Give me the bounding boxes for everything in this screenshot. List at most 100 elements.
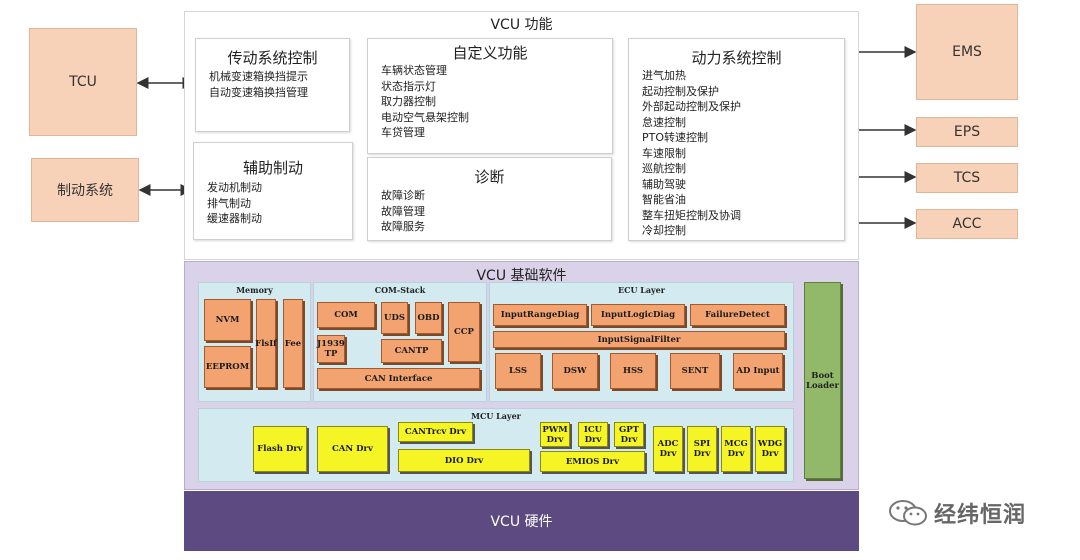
list-item: 车贷管理 <box>381 126 425 139</box>
adc-drv-label: ADC Drv <box>657 439 679 459</box>
vcu-hardware-title: VCU 硬件 <box>490 514 553 530</box>
com-stack-group: COM-Stack COM UDS OBD CCP J1939 TP CANTP… <box>313 282 487 402</box>
can-drv-module: CAN Drv <box>317 426 388 472</box>
ccp-label: CCP <box>454 327 474 337</box>
list-item: 车辆状态管理 <box>381 64 447 77</box>
flsif-label: FlsIf <box>255 338 277 349</box>
boot-loader-label: Boot Loader <box>806 370 839 391</box>
eeprom-label: EEPROM <box>205 362 250 372</box>
list-item: 排气制动 <box>207 196 251 210</box>
input-signal-filter-label: InputSignalFilter <box>597 334 681 345</box>
dio-drv-module: DIO Drv <box>398 449 530 472</box>
list-item: 外部起动控制及保护 <box>642 100 741 113</box>
uds-label: UDS <box>384 313 405 323</box>
list-item: 起动控制及保护 <box>642 84 719 98</box>
fee-module: Fee <box>283 299 303 388</box>
list-item: 怠速控制 <box>642 115 686 129</box>
flsif-module: FlsIf <box>255 299 277 388</box>
cantp-label: CANTP <box>394 346 429 356</box>
list-item: 自动变速箱换挡管理 <box>209 85 308 99</box>
auxiliary-braking-panel: 辅助制动 发动机制动 排气制动 缓速器制动 <box>193 142 353 240</box>
watermark-text: 经纬恒润 <box>934 503 1027 528</box>
com-stack-title: COM-Stack <box>374 285 426 295</box>
ems-box: EMS <box>916 4 1018 100</box>
custom-functions-panel: 自定义功能 车辆状态管理 状态指示灯 取力器控制 电动空气悬架控制 车贷管理 <box>367 38 613 154</box>
ccp-module: CCP <box>448 302 480 362</box>
brake-system-label: 制动系统 <box>57 183 113 199</box>
mcu-layer-group: MCU Layer Flash Drv CAN Drv CANTrcv Drv … <box>198 408 794 482</box>
j1939-tp-label: J1939 TP <box>317 339 345 359</box>
j1939-tp-module: J1939 TP <box>317 335 345 363</box>
vcu-functions-title: VCU 功能 <box>490 17 553 33</box>
vcu-base-software-region: VCU 基础软件 Memory NVM EEPROM FlsIf Fee COM… <box>184 261 859 490</box>
spi-drv-label: SPI Drv <box>693 439 711 459</box>
lss-label: LSS <box>508 366 528 376</box>
nvm-module: NVM <box>204 299 251 341</box>
sent-label: SENT <box>681 366 709 376</box>
input-range-diag-label: InputRangeDiag <box>500 310 580 320</box>
dsw-label: DSW <box>563 366 587 376</box>
transmission-control-list: 机械变速箱换挡提示 自动变速箱换挡管理 <box>209 69 308 100</box>
lss-module: LSS <box>495 353 541 389</box>
cantrcv-drv-label: CANTrcv Drv <box>404 427 467 437</box>
hss-module: HSS <box>610 353 656 389</box>
wdg-drv-label: WDG Drv <box>757 439 783 459</box>
custom-functions-title: 自定义功能 <box>452 44 528 62</box>
failure-detect-label: FailureDetect <box>705 310 770 320</box>
tcs-label: TCS <box>953 170 981 186</box>
uds-module: UDS <box>381 302 408 334</box>
obd-label: OBD <box>417 313 440 323</box>
acc-box: ACC <box>916 209 1018 239</box>
list-item: 辅助驾驶 <box>642 177 686 191</box>
diagnosis-panel: 诊断 故障诊断 故障管理 故障服务 <box>367 157 612 241</box>
list-item: 智能省油 <box>642 193 686 206</box>
input-logic-diag-module: InputLogicDiag <box>591 304 685 326</box>
tcu-label: TCU <box>69 74 97 90</box>
powertrain-control-panel: 动力系统控制 进气加热 起动控制及保护 外部起动控制及保护 怠速控制 PTO转速… <box>628 38 845 241</box>
list-item: 发动机制动 <box>207 181 262 194</box>
can-drv-label: CAN Drv <box>332 444 373 454</box>
list-item: 机械变速箱换挡提示 <box>209 70 308 83</box>
vcu-base-software-title: VCU 基础软件 <box>476 268 567 284</box>
ad-input-module: AD Input <box>733 353 783 389</box>
vcu-hardware-region: VCU 硬件 <box>184 491 859 551</box>
diagnosis-list: 故障诊断 故障管理 故障服务 <box>381 188 425 235</box>
eps-box: EPS <box>916 117 1018 147</box>
dsw-module: DSW <box>552 353 598 389</box>
input-logic-diag-label: InputLogicDiag <box>600 310 676 320</box>
boot-loader-module: Boot Loader <box>804 282 841 479</box>
acc-label: ACC <box>952 216 982 232</box>
auxiliary-braking-title: 辅助制动 <box>242 159 303 177</box>
emios-drv-label: EMIOS Drv <box>565 456 620 467</box>
flash-drv-module: Flash Drv <box>253 426 307 472</box>
list-item: 故障诊断 <box>381 189 425 202</box>
list-item: 电动空气悬架控制 <box>381 110 469 124</box>
mcu-layer-title: MCU Layer <box>471 411 521 421</box>
list-item: 车速限制 <box>642 146 686 160</box>
obd-module: OBD <box>415 302 442 334</box>
spi-drv-module: SPI Drv <box>687 426 717 472</box>
tcs-box: TCS <box>916 163 1018 193</box>
wechat-icon <box>889 500 927 526</box>
transmission-control-panel: 传动系统控制 机械变速箱换挡提示 自动变速箱换挡管理 <box>195 38 350 132</box>
list-item: 故障管理 <box>381 204 425 218</box>
list-item: 缓速器制动 <box>207 212 262 225</box>
list-item: 进气加热 <box>642 69 686 82</box>
input-signal-filter-module: InputSignalFilter <box>493 331 785 348</box>
eeprom-module: EEPROM <box>204 346 251 388</box>
sent-module: SENT <box>670 353 720 389</box>
mcg-drv-module: MCG Drv <box>721 426 751 472</box>
powertrain-control-title: 动力系统控制 <box>691 49 782 67</box>
auxiliary-braking-list: 发动机制动 排气制动 缓速器制动 <box>207 180 262 227</box>
transmission-control-title: 传动系统控制 <box>227 49 318 67</box>
ems-label: EMS <box>952 44 982 60</box>
list-item: 状态指示灯 <box>381 79 436 93</box>
memory-group: Memory NVM EEPROM FlsIf Fee <box>198 282 311 402</box>
diagnosis-title: 诊断 <box>474 168 505 186</box>
cantrcv-drv-module: CANTrcv Drv <box>398 422 473 442</box>
can-interface-module: CAN Interface <box>317 368 480 389</box>
com-label: COM <box>334 310 358 320</box>
vcu-functions-region: VCU 功能 传动系统控制 机械变速箱换挡提示 自动变速箱换挡管理 自定义功能 … <box>184 11 859 260</box>
icu-drv-label: ICU Drv <box>583 424 603 445</box>
mcg-drv-label: MCG Drv <box>724 439 748 459</box>
